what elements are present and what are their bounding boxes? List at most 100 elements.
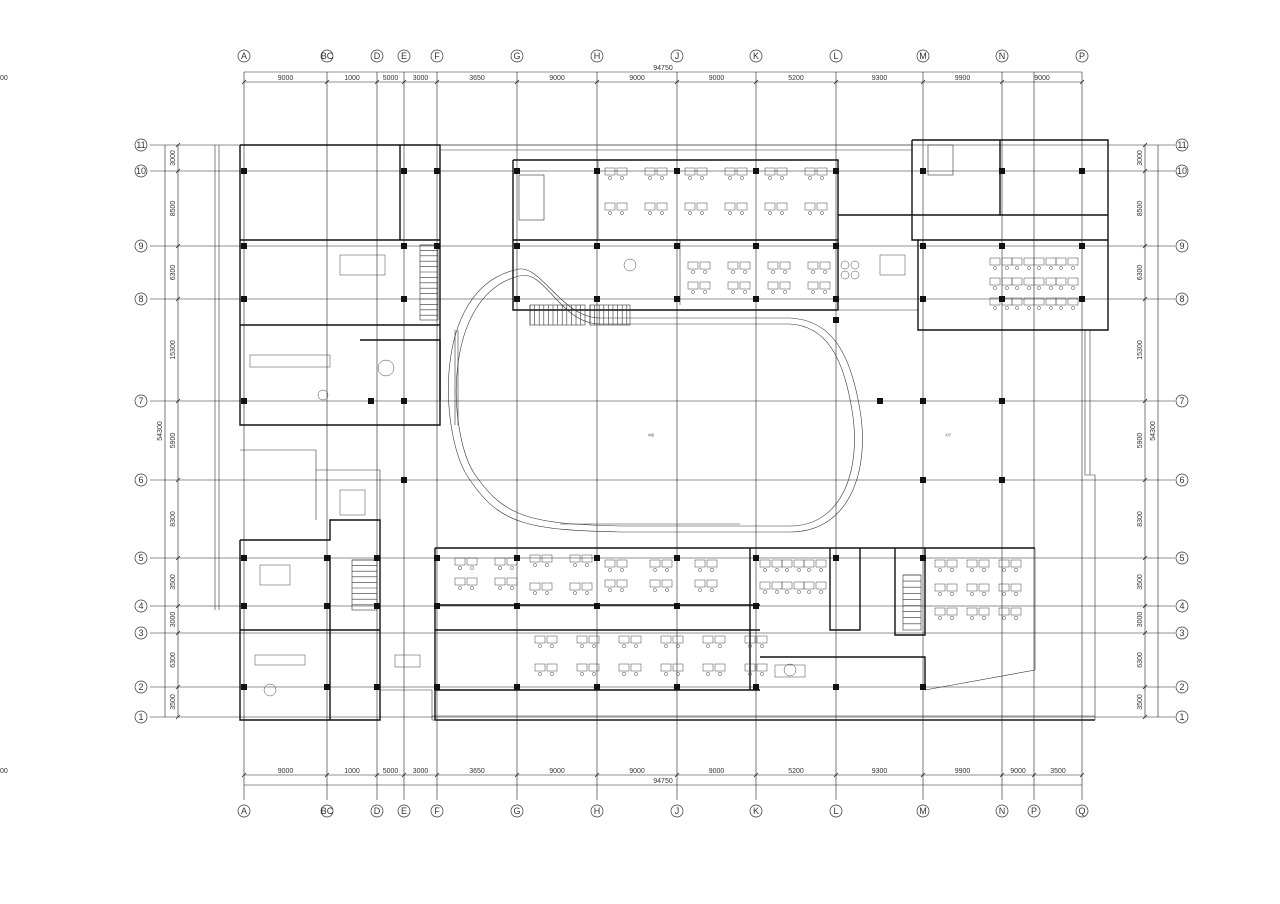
desk <box>1033 277 1045 286</box>
meeting-table <box>259 564 291 586</box>
chair <box>1037 306 1041 310</box>
desk <box>1045 277 1057 286</box>
chair <box>807 590 811 594</box>
chair <box>820 211 824 215</box>
chair <box>763 568 767 572</box>
desk <box>779 281 791 290</box>
desk <box>724 202 736 211</box>
chair <box>573 563 577 567</box>
axis-bubble-top-label: BC <box>321 51 334 61</box>
axis-bubble-top-label: K <box>753 51 759 61</box>
row-bubble-right-label: 7 <box>1179 396 1184 406</box>
row-bubble-left: 4 <box>134 599 148 613</box>
desk <box>454 557 466 566</box>
chair <box>585 591 589 595</box>
chair <box>819 568 823 572</box>
column <box>753 243 759 249</box>
row-bubble-left: 10 <box>134 164 148 178</box>
axis-bubble-top-label: G <box>513 51 520 61</box>
chair <box>1049 286 1053 290</box>
desk <box>569 554 581 563</box>
desk <box>618 663 630 672</box>
chair <box>740 176 744 180</box>
dimension-label: 9900 <box>955 768 971 775</box>
desk <box>776 202 788 211</box>
chair <box>1002 592 1006 596</box>
dimension-label: 9000 <box>1034 75 1050 82</box>
desk <box>736 167 748 176</box>
desk <box>630 663 642 672</box>
chair <box>545 563 549 567</box>
axis-bubble-bottom: L <box>829 804 843 818</box>
dimension-label: 1000 <box>344 768 360 775</box>
desk <box>744 663 756 672</box>
desk <box>1010 583 1022 592</box>
chair <box>648 211 652 215</box>
chair <box>743 290 747 294</box>
desk <box>966 607 978 616</box>
desk <box>793 559 805 568</box>
desk <box>546 663 558 672</box>
column <box>594 243 600 249</box>
axis-bubble-bottom-label: M <box>919 806 927 816</box>
axis-bubble-top: D <box>370 49 384 63</box>
chair <box>771 290 775 294</box>
desk <box>1055 297 1067 306</box>
axis-bubble-top: A <box>237 49 251 63</box>
column <box>241 398 247 404</box>
dimension-label: 15300 <box>1137 340 1144 360</box>
chair <box>691 290 695 294</box>
desk <box>767 281 779 290</box>
axis-bubble-top: J <box>670 49 684 63</box>
column <box>401 398 407 404</box>
dimension-total: 54300 <box>1150 421 1157 441</box>
chair <box>706 644 710 648</box>
column <box>920 296 926 302</box>
dimension-label: 8500 <box>170 201 177 217</box>
axis-bubble-top: E <box>397 49 411 63</box>
chair <box>592 672 596 676</box>
chair <box>703 290 707 294</box>
axis-bubble-top-label: L <box>833 51 838 61</box>
axis-bubble-bottom: N <box>995 804 1009 818</box>
column <box>920 168 926 174</box>
chair <box>1014 592 1018 596</box>
chair <box>498 566 502 570</box>
axis-bubble-bottom: D <box>370 804 384 818</box>
chair <box>510 586 514 590</box>
column <box>1079 296 1085 302</box>
column <box>920 477 926 483</box>
axis-bubble-top-label: H <box>594 51 601 61</box>
axis-bubble-bottom: M <box>916 804 930 818</box>
hall-label: 大厅 <box>945 432 951 437</box>
desk <box>684 202 696 211</box>
dimension-total: 94750 <box>653 65 673 72</box>
column <box>594 555 600 561</box>
desk <box>661 579 673 588</box>
desk <box>744 635 756 644</box>
chair <box>993 306 997 310</box>
desk <box>618 635 630 644</box>
desk <box>793 581 805 590</box>
desk <box>529 554 541 563</box>
chair <box>783 270 787 274</box>
dimension-label: 9000 <box>629 75 645 82</box>
meeting-table <box>879 254 906 276</box>
chair <box>592 644 596 648</box>
chair <box>698 588 702 592</box>
column <box>999 243 1005 249</box>
desk <box>934 559 946 568</box>
axis-bubble-top: L <box>829 49 843 63</box>
column <box>594 168 600 174</box>
axis-bubble-top: M <box>916 49 930 63</box>
axis-bubble-top: N <box>995 49 1009 63</box>
desk <box>781 559 793 568</box>
desk <box>661 559 673 568</box>
desk <box>660 663 672 672</box>
dimension-label: 9000 <box>709 75 725 82</box>
column <box>833 168 839 174</box>
row-bubble-right: 6 <box>1175 473 1189 487</box>
row-bubble-right-label: 10 <box>1177 166 1187 176</box>
dimension-label: 15300 <box>170 340 177 360</box>
